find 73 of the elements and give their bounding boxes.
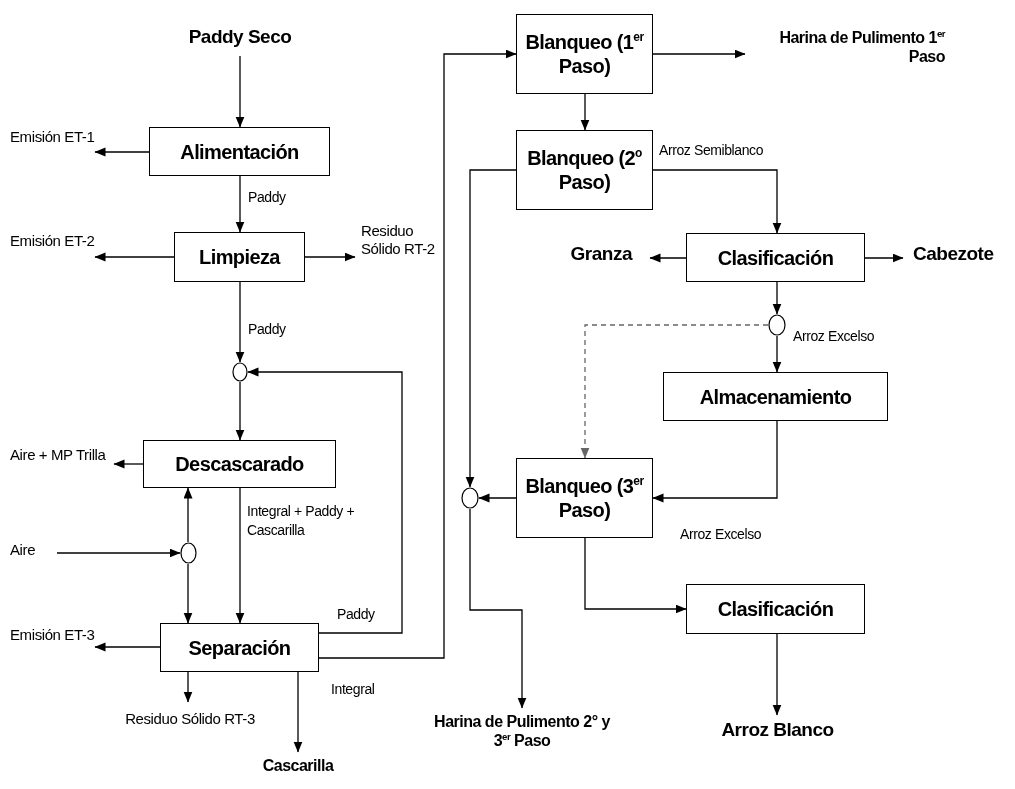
product-label: Cabezote [903, 243, 1015, 273]
arrow [247, 367, 403, 634]
arrow [293, 671, 303, 753]
product-label: Paddy Seco [180, 26, 300, 56]
process-name: Blanqueo (3$^{er}$ Paso) [524, 474, 645, 522]
stream-label: Residuo Sólido RT-2 [355, 222, 435, 294]
arrow [235, 175, 245, 233]
arrow [94, 147, 150, 157]
dashed-arrow [580, 324, 769, 459]
edge-label: Integral [331, 680, 375, 699]
product-label: Harina de Pulimento 1$^{er}$ Paso [745, 28, 945, 80]
arrow [56, 548, 181, 558]
arrow [772, 281, 782, 315]
arrow [772, 335, 782, 373]
edge-label: Paddy [248, 320, 286, 339]
circle-junction [461, 487, 479, 509]
product-label: Cascarilla [238, 752, 358, 782]
process-box [686, 233, 865, 282]
arrow [772, 633, 782, 716]
arrow [304, 252, 356, 262]
process-box [686, 584, 865, 634]
stream-label: Aire [10, 541, 57, 565]
stream-label: Emisión ET-2 [10, 232, 95, 280]
arrow [584, 537, 687, 614]
arrow [183, 487, 193, 543]
arrow [235, 487, 245, 624]
product-label: Arroz Blanco [680, 715, 875, 751]
arrow [580, 93, 590, 131]
product-label: Harina de Pulimento 2° y 3$^{er}$ Paso [432, 708, 612, 788]
stream-label: Emisión ET-3 [10, 626, 95, 672]
arrow [649, 253, 687, 263]
process-box [149, 127, 330, 176]
arrow [465, 169, 517, 488]
process-name: Limpieza [199, 245, 280, 269]
process-name: Blanqueo (1$^{er}$ Paso) [524, 30, 645, 78]
arrow [235, 281, 245, 363]
process-name: Clasificación [717, 245, 834, 270]
arrow [235, 55, 245, 128]
process-name: Separación [188, 635, 291, 660]
process-name: Almacenamiento [699, 384, 852, 409]
arrow [235, 381, 245, 441]
process-box [516, 130, 653, 210]
arrow [652, 49, 746, 59]
process-name: Descascarado [175, 452, 304, 476]
process-box [160, 623, 319, 672]
edge-label: Paddy [248, 188, 286, 207]
arrow [183, 563, 193, 624]
arrow [652, 420, 778, 503]
arrow [318, 49, 517, 659]
arrow [652, 169, 782, 234]
arrow [864, 253, 904, 263]
arrow [113, 459, 144, 469]
process-name: Alimentación [180, 139, 299, 164]
arrow [469, 508, 527, 709]
process-box [143, 440, 336, 488]
product-label: Granza [540, 243, 650, 273]
circle-junction [768, 314, 786, 336]
arrow [94, 252, 175, 262]
process-name: Blanqueo (2$^{o}$ Paso) [526, 146, 643, 194]
stream-label: Aire + MP Trilla [10, 446, 114, 492]
process-box [174, 232, 305, 282]
stream-label: Residuo Sólido RT-3 [115, 702, 265, 752]
stream-label: Emisión ET-1 [10, 128, 95, 176]
process-box [516, 14, 653, 94]
process-name: Clasificación [717, 597, 834, 621]
arrow [478, 493, 517, 503]
edge-label: Paddy [337, 605, 375, 624]
circle-junction [180, 542, 197, 564]
arrow [94, 642, 161, 652]
process-box [516, 458, 653, 538]
circle-junction [232, 362, 248, 382]
arrow [183, 671, 193, 703]
process-box [663, 372, 888, 421]
